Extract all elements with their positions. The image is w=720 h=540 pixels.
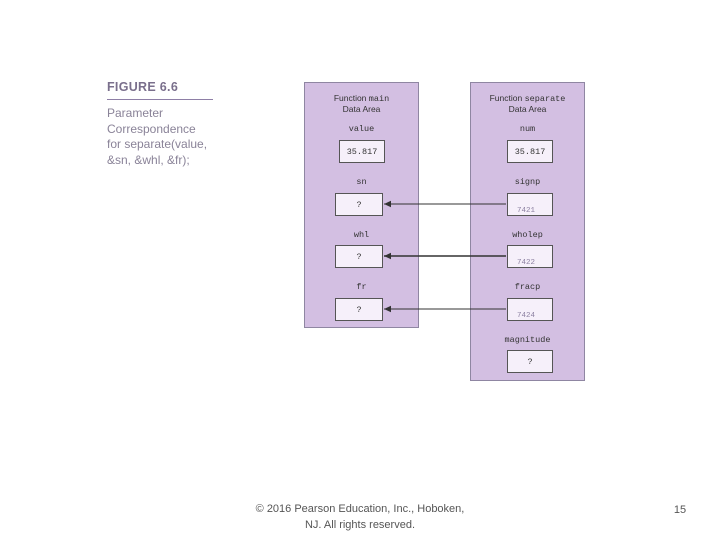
- title-divider: [107, 99, 213, 100]
- main-var-label-value: value: [348, 124, 375, 134]
- separate-cell-wholep: [507, 245, 553, 268]
- copyright-footer: © 2016 Pearson Education, Inc., Hoboken,…: [240, 502, 480, 533]
- caption-line-4: &sn, &whl, &fr);: [107, 152, 190, 167]
- separate-area-header: Function separate Data Area: [471, 93, 584, 114]
- caption-line-3: for separate(value,: [107, 137, 208, 151]
- separate-addr-wholep: 7422: [517, 259, 536, 267]
- main-var-label-fr: fr: [356, 282, 367, 292]
- main-cell-value: 35.817: [339, 140, 385, 163]
- figure-caption: Parameter Correspondence for separate(va…: [107, 106, 227, 168]
- separate-cell-signp: [507, 193, 553, 216]
- separate-var-label-signp: signp: [514, 177, 541, 187]
- separate-cell-magnitude: ?: [507, 350, 553, 373]
- caption-line-1: Parameter: [107, 106, 164, 120]
- figure-title: FIGURE 6.6: [107, 80, 179, 94]
- separate-var-label-num: num: [519, 124, 536, 134]
- separate-var-label-magnitude: magnitude: [504, 335, 551, 345]
- separate-var-label-fracp: fracp: [514, 282, 541, 292]
- separate-cell-fracp: [507, 298, 553, 321]
- caption-line-2: Correspondence: [107, 121, 196, 136]
- separate-cell-num: 35.817: [507, 140, 553, 163]
- separate-var-label-wholep: wholep: [512, 230, 543, 240]
- separate-data-area: Function separate Data Area num 35.817 s…: [470, 82, 585, 381]
- main-header-line-2: Data Area: [342, 104, 381, 114]
- main-cell-fr: ?: [335, 298, 383, 321]
- copyright-line-1: © 2016 Pearson Education, Inc., Hoboken,: [255, 503, 465, 515]
- main-cell-sn: ?: [335, 193, 383, 216]
- copyright-line-2: NJ. All rights reserved.: [304, 518, 416, 531]
- separate-header-line-1: Function separate: [489, 93, 566, 104]
- main-var-label-whl: whl: [353, 230, 370, 240]
- separate-header-line-2: Data Area: [508, 104, 547, 114]
- main-cell-whl: ?: [335, 245, 383, 268]
- separate-addr-signp: 7421: [517, 207, 536, 215]
- main-header-line-1: Function main: [333, 93, 390, 104]
- page-number: 15: [673, 504, 687, 516]
- main-var-label-sn: sn: [356, 177, 367, 187]
- separate-addr-fracp: 7424: [517, 312, 536, 320]
- main-area-header: Function main Data Area: [305, 93, 418, 114]
- main-data-area: Function main Data Area value 35.817 sn …: [304, 82, 419, 328]
